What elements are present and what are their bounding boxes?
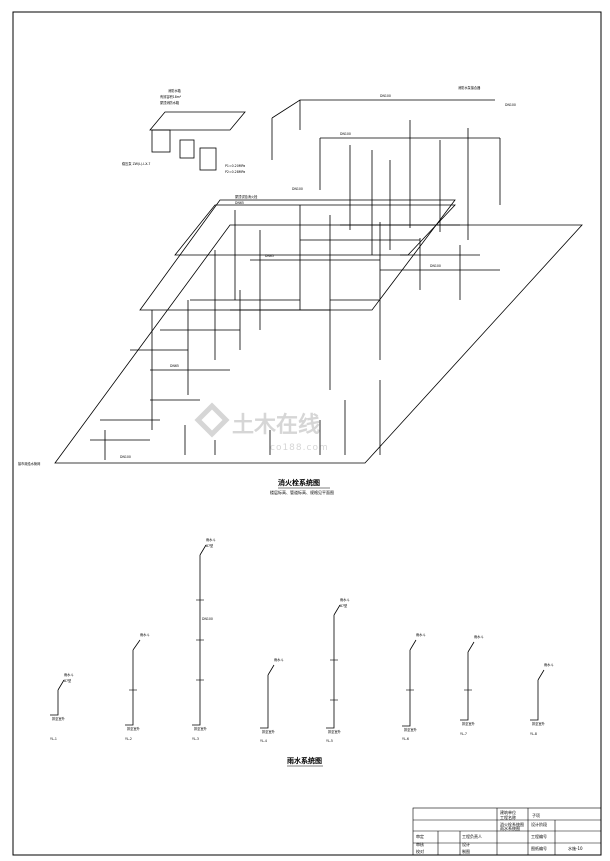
- branch-pipes: [90, 224, 500, 441]
- inlet-note: 接市政给水管网: [18, 461, 40, 466]
- pump-note-1: 稳压泵 ZW(L)-I-X-7: [122, 161, 150, 166]
- floor-plane-1: [54, 224, 583, 464]
- pump-note-2: P1=0.20MPa: [225, 164, 245, 168]
- rain-out-8: 排至室外: [532, 721, 546, 726]
- rain-id-6: YL-6: [402, 737, 409, 741]
- rain-id-4: YL-4: [260, 739, 267, 743]
- rain-top-2: 雨水斗: [140, 632, 150, 637]
- rain-top-8: 雨水斗: [544, 662, 554, 667]
- cleanout-marks: [129, 599, 472, 701]
- tank-note-1: 消防水箱: [168, 88, 182, 93]
- pipe-label-6: DN100: [430, 264, 441, 268]
- rain-pipe-label: DN100: [202, 617, 213, 621]
- watermark-logo-icon: [194, 402, 230, 438]
- rain-top-5: 雨水斗: [340, 597, 350, 602]
- tb-header-3: 子项: [532, 812, 540, 818]
- tb-mid-2: 设计: [462, 841, 470, 847]
- rain-top-6: 雨水斗: [416, 632, 426, 637]
- tb-right-1: 设计阶段: [531, 821, 547, 827]
- rain-out-4: 排至室外: [262, 729, 276, 734]
- rain-stack-4: [260, 664, 275, 729]
- rain-out-6: 排至室外: [404, 727, 418, 732]
- title-block-text: 建筑单位 工程名称 子项 消火栓系统图 雨水系统图 审定 审核 校对 工程负责人…: [416, 809, 583, 854]
- roof-tank: [149, 111, 246, 131]
- rain-id-5: YL-5: [326, 739, 333, 743]
- fire-hydrant-diagram: [54, 99, 583, 464]
- pipe-label-2: DN100: [340, 132, 351, 136]
- rain-id-3: YL-3: [192, 737, 199, 741]
- title-block: [412, 807, 602, 856]
- rain-out-1: 排至室外: [52, 716, 66, 721]
- rain-stack-6: [402, 639, 417, 727]
- fire-diagram-subtitle: 楼层标高、管道标高、规格见平面图: [270, 489, 334, 495]
- rain-id-8: YL-8: [530, 732, 537, 736]
- rain-out-5: 排至室外: [328, 729, 342, 734]
- rain-id-2: YL-2: [125, 737, 132, 741]
- pump-box-1: [151, 129, 171, 153]
- rain-stack-2: [125, 639, 141, 726]
- rain-stack-1: [50, 679, 65, 716]
- rain-diagram-labels: 雨水斗 雨水斗 雨水斗 雨水斗 雨水斗 雨水斗 雨水斗 雨水斗 87型 87型 …: [50, 537, 554, 767]
- fire-diagram-title: 消火栓系统图: [278, 478, 320, 487]
- rain-stack-5: [326, 604, 341, 729]
- rain-diagram: [50, 544, 545, 729]
- drops-to-base: [104, 380, 381, 460]
- tb-sheet-no: 水施-10: [568, 845, 583, 851]
- tb-right-2: 工程编号: [531, 833, 547, 839]
- pipe-label-3: DN100: [120, 455, 131, 459]
- tb-row-1: 审定: [416, 833, 424, 839]
- rain-top-1: 雨水斗: [64, 672, 74, 677]
- right-note-1: 消防水泵接合器: [458, 85, 481, 90]
- rain-out-7: 排至室外: [462, 721, 476, 726]
- sheet-border: [12, 11, 602, 856]
- tb-title-1: 消火栓系统图: [500, 821, 524, 827]
- floor-plane-3: [174, 204, 456, 256]
- pump-box-2: [179, 139, 195, 159]
- rain-type-5: 87型: [340, 603, 348, 608]
- tb-title-2: 雨水系统图: [500, 825, 520, 831]
- rain-out-3: 排至室外: [194, 726, 208, 731]
- tb-header-1: 建筑单位: [500, 809, 516, 815]
- tb-header-2: 工程名称: [500, 814, 516, 820]
- tank-box: [199, 147, 217, 171]
- tb-row-3: 校对: [416, 848, 424, 854]
- roof-main-pipe: [271, 99, 501, 255]
- pipe-label-4: DN65: [170, 364, 179, 368]
- tank-note-3: 屋顶消防水箱: [160, 100, 180, 105]
- rain-type-3: 87型: [206, 543, 214, 548]
- rain-stack-7: [460, 641, 475, 721]
- rain-id-7: YL-7: [460, 732, 467, 736]
- tb-mid-3: 制图: [462, 848, 470, 854]
- left-note-1: 屋顶试验消火栓: [235, 194, 258, 199]
- tb-mid-1: 工程负责人: [462, 833, 482, 839]
- risers: [151, 205, 461, 430]
- watermark-url: co188.com: [270, 443, 329, 453]
- rain-top-4: 雨水斗: [274, 657, 284, 662]
- rain-stack-3: [192, 544, 207, 726]
- tb-right-3: 图纸编号: [531, 845, 547, 851]
- watermark-text: 土木在线: [232, 412, 320, 438]
- pump-note-3: P2=0.28MPa: [225, 170, 245, 174]
- tank-note-2: 有效容积18m³: [160, 94, 182, 99]
- rain-stack-8: [530, 669, 545, 721]
- rain-top-7: 雨水斗: [474, 634, 484, 639]
- pipe-label-5: DN65: [265, 254, 274, 258]
- tb-row-2: 审核: [416, 841, 424, 847]
- mid-note: DN100: [292, 187, 303, 191]
- right-note-2: DN100: [505, 103, 516, 107]
- rain-diagram-title: 雨水系统图: [287, 756, 322, 765]
- rain-id-1: YL-1: [50, 737, 57, 741]
- left-note-2: DN65: [235, 201, 244, 205]
- watermark: 土木在线 co188.com: [194, 402, 329, 453]
- fire-diagram-labels: 消防水箱 有效容积18m³ 屋顶消防水箱 稳压泵 ZW(L)-I-X-7 P1=…: [18, 85, 516, 495]
- rain-out-2: 排至室外: [127, 726, 141, 731]
- rain-top-3: 雨水斗: [206, 537, 216, 542]
- rain-type-1: 87型: [64, 678, 72, 683]
- pipe-label-1: DN100: [380, 94, 391, 98]
